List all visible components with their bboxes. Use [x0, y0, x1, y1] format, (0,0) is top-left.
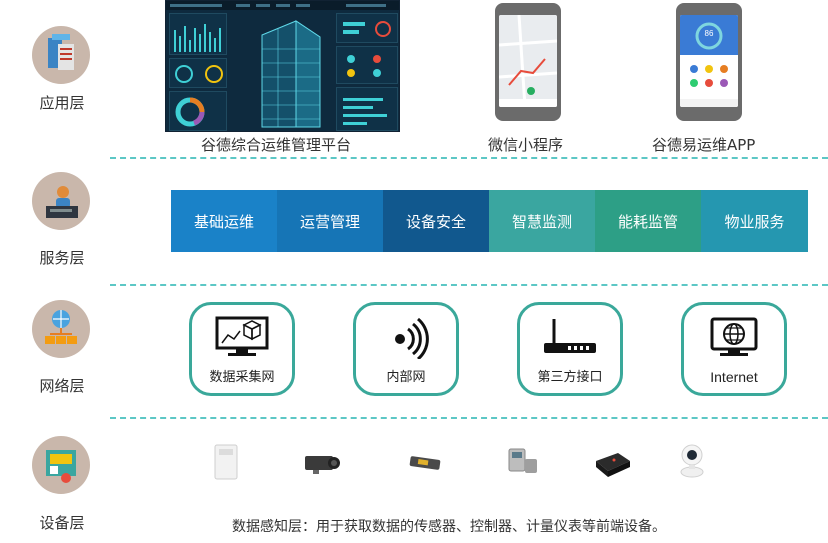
layer-label-service: 服务层 — [39, 249, 85, 267]
meter-device-icon — [505, 447, 541, 481]
network-card-third-party: 第三方接口 — [517, 302, 623, 396]
service-item-energy-supervision: 能耗监管 — [595, 190, 701, 252]
layer-separator — [110, 417, 828, 419]
wireless-signal-icon — [395, 317, 429, 359]
network-card-data-collection: 数据采集网 — [189, 302, 295, 396]
controller-device-icon — [408, 452, 444, 478]
internet-globe-monitor-icon — [710, 317, 758, 356]
device-board-icon — [32, 436, 90, 494]
network-label: 内部网 — [386, 370, 426, 385]
layer-label-device: 设备层 — [39, 514, 85, 532]
device-layer-description: 数据感知层：用于获取数据的传感器、控制器、计量仪表等前端设备。 — [232, 519, 666, 535]
layer-label-network: 网络层 — [39, 377, 85, 395]
layer-label-application: 应用层 — [39, 94, 85, 112]
network-card-intranet: 内部网 — [353, 302, 459, 396]
layer-separator — [110, 157, 828, 159]
service-item-operation-mgmt: 运营管理 — [277, 190, 383, 252]
data-collection-monitor-icon — [215, 316, 269, 356]
layer-separator — [110, 284, 828, 286]
app-caption-platform: 谷德综合运维管理平台 — [201, 136, 352, 154]
network-label: 数据采集网 — [209, 370, 275, 385]
network-card-internet: Internet — [681, 302, 787, 396]
network-label: 第三方接口 — [537, 370, 603, 385]
mobile-app-screenshot: 86 — [676, 3, 742, 121]
gateway-box-icon — [592, 449, 632, 483]
wechat-miniprogram-screenshot — [495, 3, 561, 121]
network-label: Internet — [710, 369, 758, 385]
service-item-smart-monitoring: 智慧监测 — [489, 190, 595, 252]
app-caption-mobile: 谷德易运维APP — [652, 136, 756, 154]
service-item-equipment-security: 设备安全 — [383, 190, 489, 252]
app-score-readout: 86 — [704, 29, 714, 38]
dome-camera-icon — [677, 441, 707, 483]
service-desk-icon — [32, 172, 90, 230]
app-caption-wechat: 微信小程序 — [488, 136, 564, 154]
network-globe-icon — [32, 300, 90, 358]
camera-device-icon — [303, 452, 343, 478]
service-item-property-service: 物业服务 — [701, 190, 808, 252]
router-icon — [544, 319, 596, 353]
application-layer-icon — [32, 26, 90, 84]
management-platform-screenshot — [165, 0, 400, 132]
service-item-basic-ops: 基础运维 — [171, 190, 277, 252]
sensor-device-icon — [211, 443, 241, 485]
